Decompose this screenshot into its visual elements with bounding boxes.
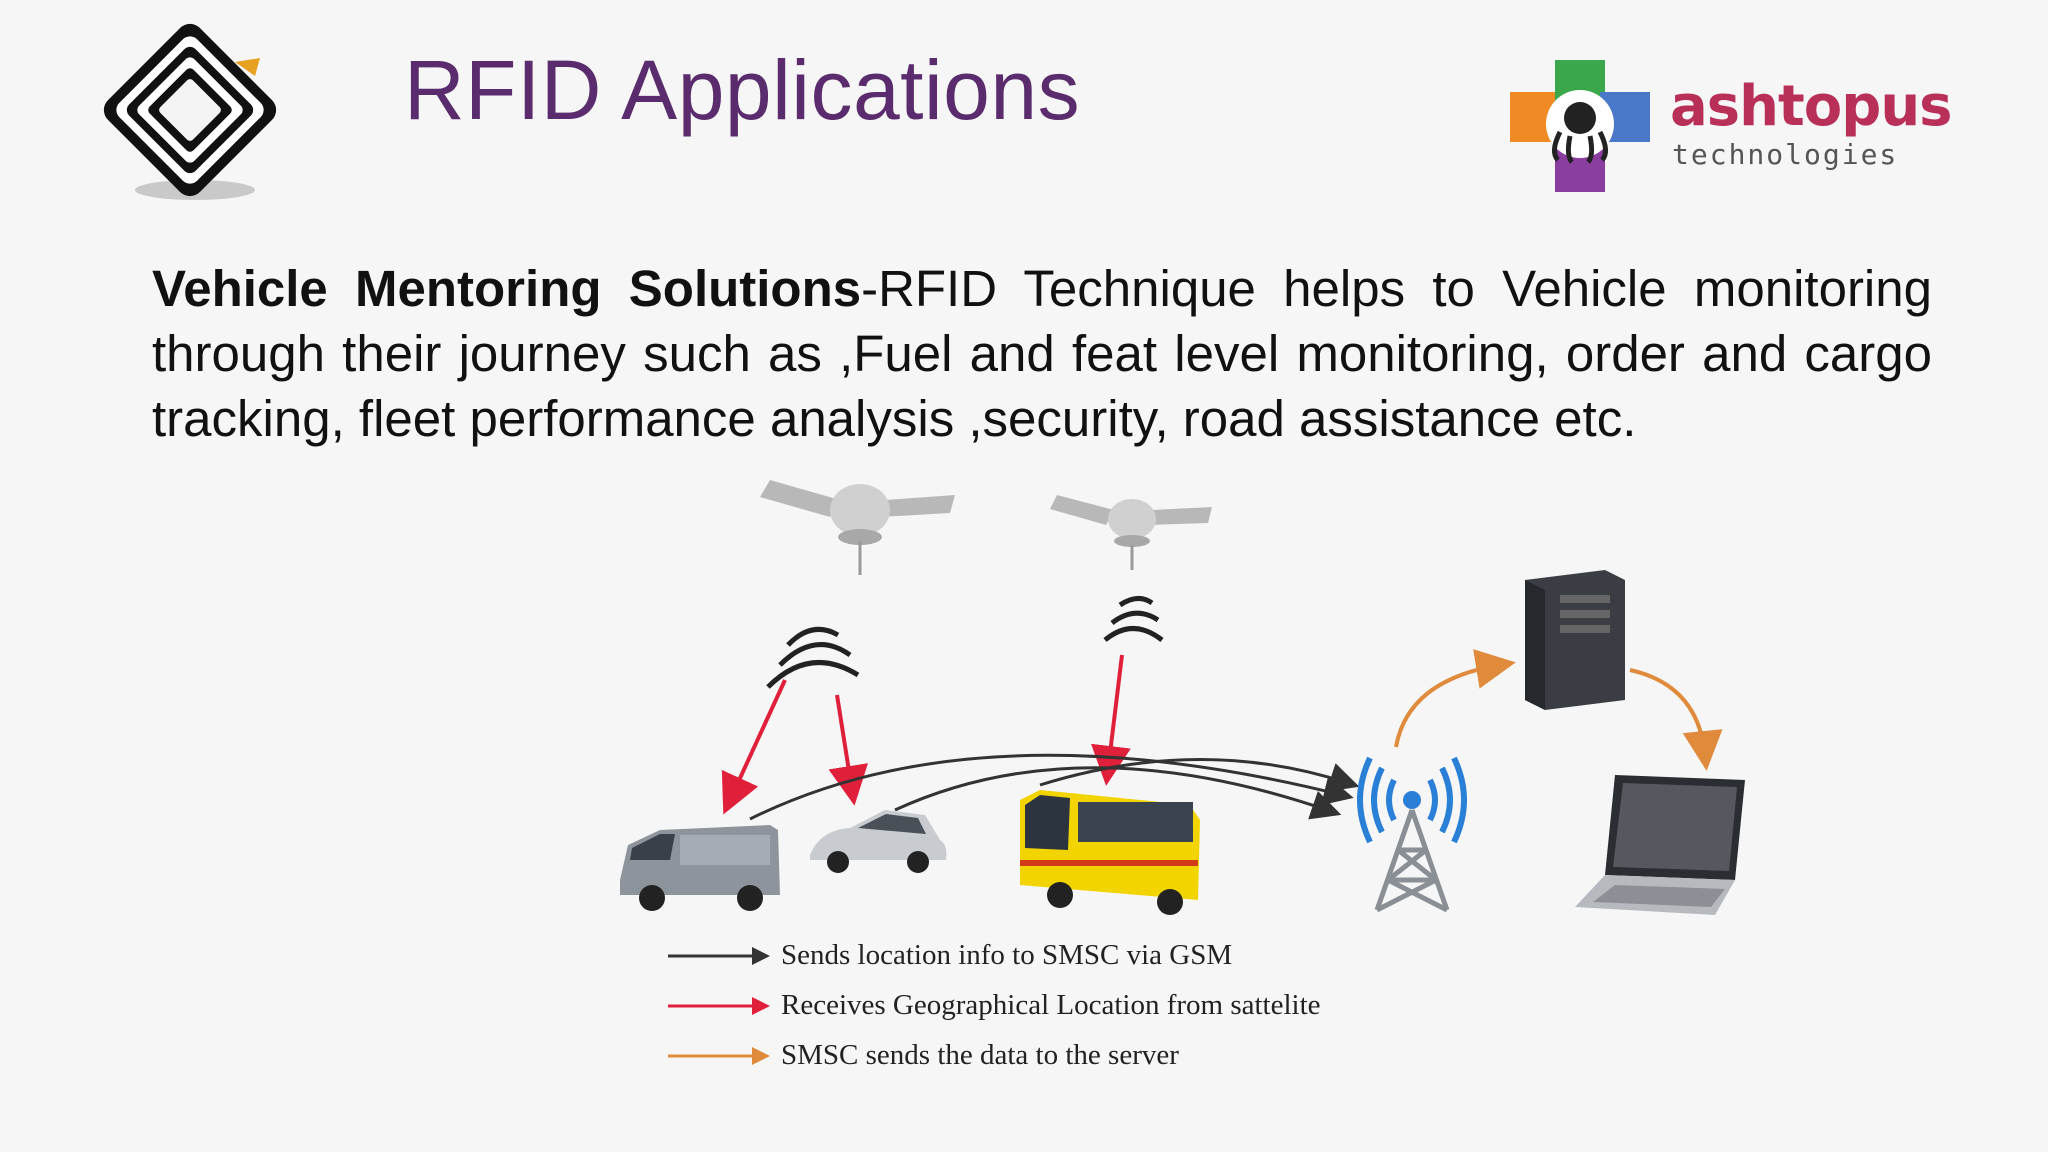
paragraph-text: -RFID Technique helps to Vehicle monitor… — [152, 260, 1932, 447]
brand-logo: ashtopus technologies — [1500, 52, 1953, 212]
red-arrow-icon — [668, 997, 770, 1015]
signal-waves-icon — [1103, 596, 1164, 642]
brand-tagline: technologies — [1672, 138, 1899, 171]
signal-waves-icon — [766, 626, 860, 689]
legend-item: Sends location info to SMSC via GSM — [668, 935, 1368, 985]
description-paragraph: Vehicle Mentoring Solutions-RFID Techniq… — [152, 256, 1932, 451]
legend-label: SMSC sends the data to the server — [781, 1039, 1179, 1071]
bus-icon — [1020, 790, 1200, 915]
legend-label: Receives Geographical Location from satt… — [781, 989, 1321, 1021]
vehicle-tracking-diagram — [620, 480, 1745, 915]
diagram-legend: Sends location info to SMSC via GSM Rece… — [668, 935, 1368, 1085]
paragraph-bold-lead: Vehicle Mentoring Solutions — [152, 260, 862, 317]
rfid-logo-icon — [103, 23, 277, 200]
cell-tower-icon — [1357, 756, 1467, 913]
satellite-icon — [1050, 495, 1212, 570]
page-title: RFID Applications — [404, 43, 1081, 137]
orange-arrow-icon — [668, 1047, 770, 1065]
brand-name: ashtopus — [1670, 74, 1953, 139]
puzzle-octopus-icon — [1510, 60, 1650, 192]
satellite-icon — [760, 480, 955, 575]
van-icon — [620, 825, 780, 911]
legend-label: Sends location info to SMSC via GSM — [781, 939, 1233, 971]
laptop-icon — [1575, 775, 1745, 915]
dark-arrow-icon — [668, 947, 770, 965]
legend-item: Receives Geographical Location from satt… — [668, 985, 1368, 1035]
server-icon — [1525, 570, 1625, 710]
legend-item: SMSC sends the data to the server — [668, 1035, 1368, 1085]
car-icon — [810, 810, 947, 873]
